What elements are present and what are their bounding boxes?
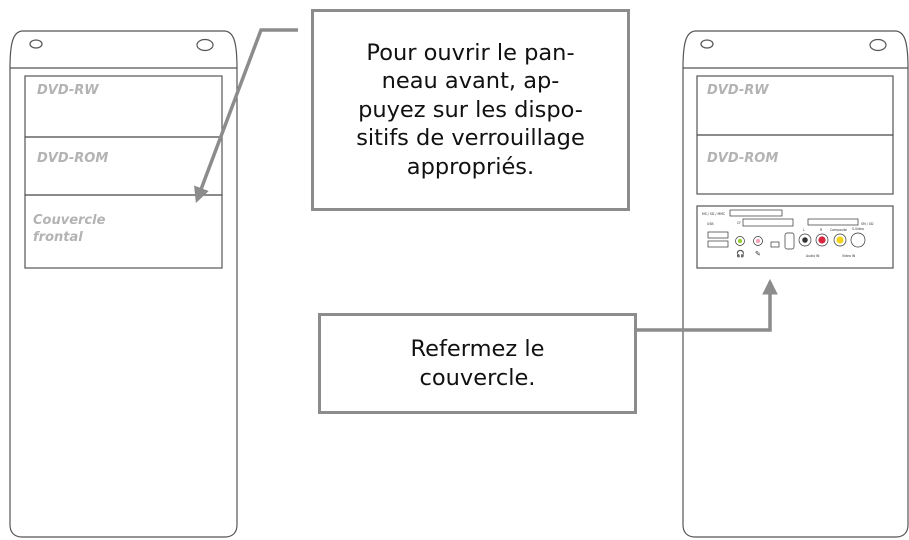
right-label-dvd-rw: DVD-RW bbox=[707, 83, 769, 98]
io-label-video-in: Video IN bbox=[842, 254, 856, 258]
io-label-composite: Composite bbox=[830, 228, 847, 232]
callout-open-panel: Pour ouvrir le pan- neau avant, ap- puye… bbox=[311, 9, 630, 211]
card-slot-sm-xd bbox=[807, 218, 859, 226]
io-label-svideo: S-Video bbox=[852, 227, 864, 231]
io-label-audio-l: L bbox=[803, 228, 805, 232]
jack-audio-l-outer bbox=[798, 233, 812, 247]
left-tower bbox=[9, 30, 238, 538]
microphone-icon: ✎ bbox=[755, 250, 761, 258]
left-tower-led-left bbox=[29, 39, 43, 49]
left-tower-body bbox=[9, 68, 238, 538]
jack-composite-outer bbox=[833, 233, 847, 247]
left-tower-led-right bbox=[196, 38, 214, 52]
card-slot-cf bbox=[742, 218, 794, 227]
firewire-port-small bbox=[770, 241, 780, 248]
left-label-dvd-rom: DVD-ROM bbox=[37, 151, 108, 166]
left-label-cover-line2: frontal bbox=[33, 230, 83, 245]
card-slot-ms-sd-mmc bbox=[729, 209, 783, 217]
right-tower-bay-dvd-rom bbox=[696, 134, 894, 195]
arrow-close-cover bbox=[637, 278, 778, 332]
right-tower-led-right bbox=[869, 38, 887, 52]
right-tower-body bbox=[682, 68, 909, 538]
usb-port-1 bbox=[707, 231, 729, 239]
firewire-port-large bbox=[784, 232, 795, 250]
io-panel-details: MS / SD / MMC CF SM / XD USB 🎧 ✎ L R Aud… bbox=[702, 209, 874, 258]
right-tower-io-panel bbox=[696, 205, 894, 269]
left-tower-bay-front-cover bbox=[24, 194, 223, 269]
io-label-ms-sd-mmc: MS / SD / MMC bbox=[702, 212, 726, 216]
jack-svideo bbox=[850, 232, 866, 248]
jack-composite-inner bbox=[836, 236, 844, 244]
callout-close-cover: Refermez le couvercle. bbox=[318, 313, 637, 414]
right-label-dvd-rom: DVD-ROM bbox=[707, 151, 778, 166]
jack-headphone-core bbox=[737, 238, 743, 244]
left-label-dvd-rw: DVD-RW bbox=[37, 83, 99, 98]
arrow-open-panel bbox=[194, 28, 298, 203]
jack-headphone bbox=[735, 236, 745, 246]
right-tower bbox=[682, 30, 909, 538]
io-label-cf: CF bbox=[737, 221, 741, 225]
right-tower-led-left bbox=[700, 39, 714, 49]
left-label-cover-line1: Couvercle bbox=[33, 213, 106, 228]
left-tower-top-cap bbox=[9, 30, 238, 69]
callout-open-panel-text: Pour ouvrir le pan- neau avant, ap- puye… bbox=[356, 39, 585, 180]
jack-audio-r-inner bbox=[818, 236, 826, 244]
io-label-audio-in: Audio IN bbox=[806, 254, 820, 258]
io-label-audio-r: R bbox=[820, 228, 823, 232]
connectors bbox=[194, 28, 778, 332]
left-tower-bay-dvd-rom bbox=[24, 136, 223, 196]
right-tower-top-cap bbox=[682, 30, 909, 69]
io-label-usb: USB bbox=[707, 222, 714, 226]
jack-audio-r-outer bbox=[815, 233, 829, 247]
callout-close-cover-text: Refermez le couvercle. bbox=[410, 335, 545, 391]
headphone-icon: 🎧 bbox=[736, 249, 745, 258]
io-label-sm-xd: SM / XD bbox=[861, 222, 874, 226]
jack-microphone bbox=[753, 236, 763, 246]
jack-microphone-core bbox=[755, 238, 761, 244]
jack-audio-l-inner bbox=[802, 237, 808, 243]
usb-port-2 bbox=[707, 240, 729, 248]
